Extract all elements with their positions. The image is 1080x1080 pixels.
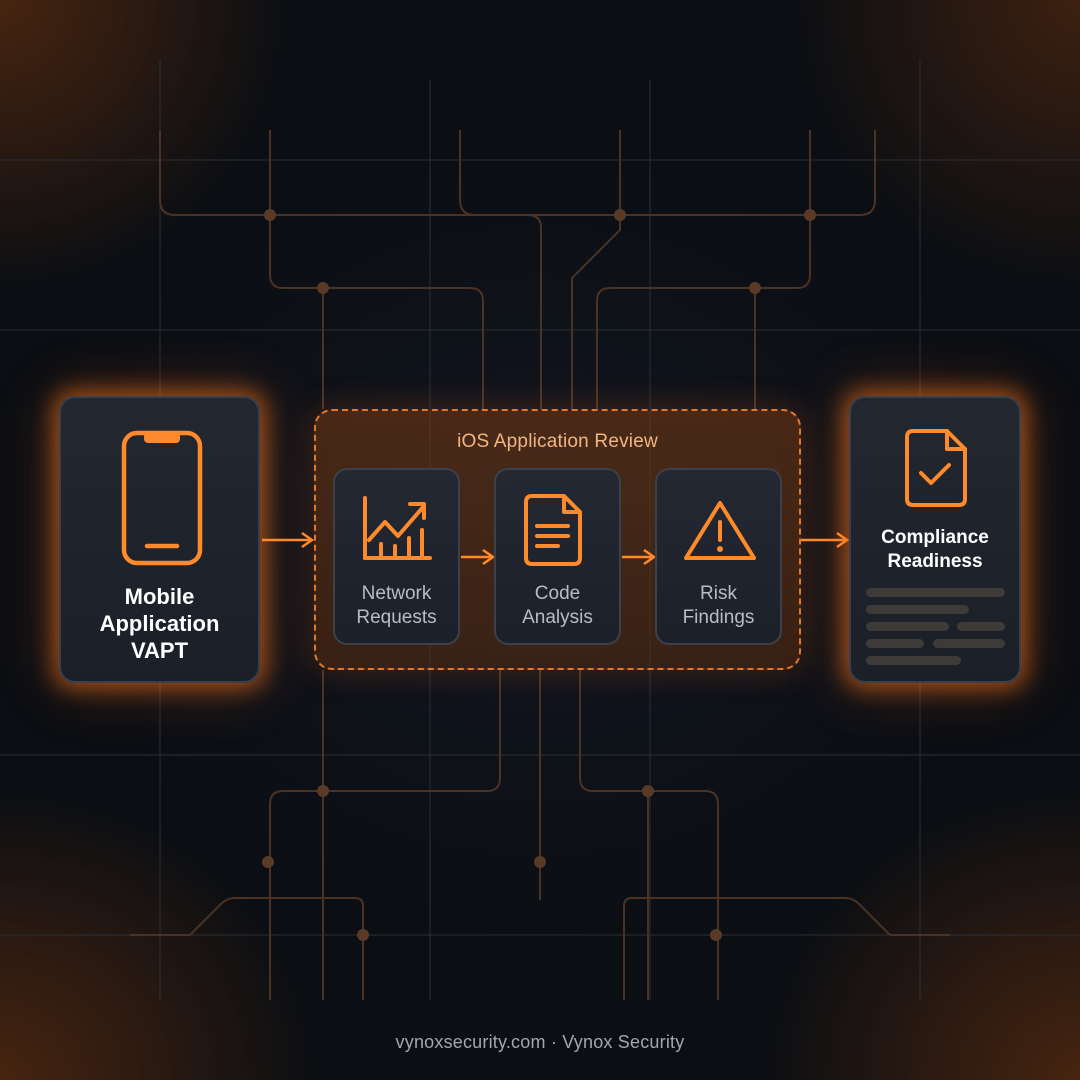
source-card: Mobile Application VAPT bbox=[59, 396, 260, 683]
result-label: Compliance Readiness bbox=[881, 527, 989, 572]
arrow-right-icon bbox=[461, 548, 495, 566]
placeholder-line bbox=[933, 639, 1005, 648]
placeholder-line bbox=[866, 588, 1005, 597]
result-card: Compliance Readiness bbox=[849, 396, 1021, 683]
step-label: Risk Findings bbox=[682, 583, 755, 628]
placeholder-line bbox=[866, 605, 969, 614]
warning-icon bbox=[684, 501, 756, 560]
document-icon bbox=[524, 494, 582, 566]
step-label: Code Analysis bbox=[522, 583, 593, 628]
step-code-analysis: Code Analysis bbox=[494, 468, 621, 645]
source-label: Mobile Application VAPT bbox=[99, 584, 220, 663]
smartphone-icon bbox=[121, 430, 203, 566]
review-group: iOS Application Review Network Requests bbox=[314, 409, 801, 670]
arrow-right-icon bbox=[262, 531, 315, 549]
document-check-icon bbox=[905, 429, 967, 507]
step-label: Network Requests bbox=[356, 583, 437, 628]
placeholder-line bbox=[866, 639, 924, 648]
arrow-right-icon bbox=[801, 531, 850, 549]
placeholder-line bbox=[866, 622, 949, 631]
step-network-requests: Network Requests bbox=[333, 468, 460, 645]
review-title: iOS Application Review bbox=[457, 431, 658, 452]
step-risk-findings: Risk Findings bbox=[655, 468, 782, 645]
chart-trend-icon bbox=[363, 496, 432, 560]
placeholder-line bbox=[957, 622, 1005, 631]
footer-text: vynoxsecurity.com · Vynox Security bbox=[395, 1032, 685, 1052]
arrow-right-icon bbox=[622, 548, 656, 566]
placeholder-line bbox=[866, 656, 961, 665]
